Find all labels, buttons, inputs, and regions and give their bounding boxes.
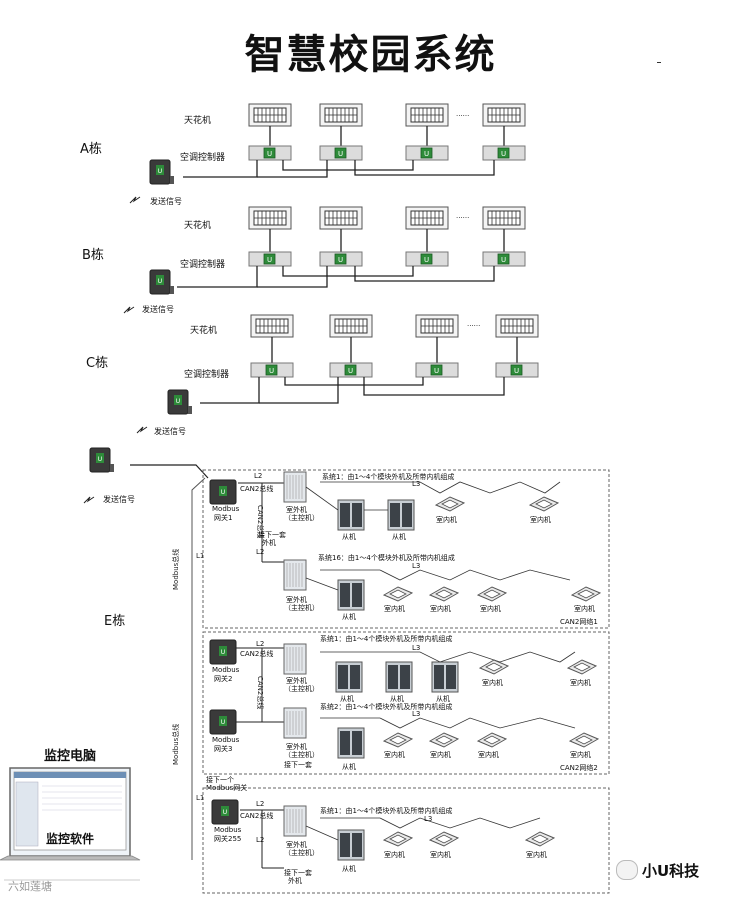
slave-2c: 从机 xyxy=(436,695,450,703)
master-2a: （主控机） xyxy=(284,685,319,693)
wechat-icon xyxy=(616,860,638,880)
next-outdoor-1: 接下一套 xyxy=(258,531,286,539)
system1-desc-c: 系统1：由1～4个模块外机及所带内机组成 xyxy=(320,807,453,815)
system2-desc: 系统2：由1～4个模块外机及所带内机组成 xyxy=(320,703,453,711)
send-signal-e: 发送信号 xyxy=(103,495,135,504)
gateway-3-text: Modbus xyxy=(212,736,240,744)
outdoor-master-2a: 室外机 xyxy=(286,677,307,685)
slave-2a: 从机 xyxy=(340,695,354,703)
master-2b: （主控机） xyxy=(284,751,319,759)
outdoor-master-2b: 室外机 xyxy=(286,743,307,751)
l2-label-2: L2 xyxy=(256,548,265,556)
ellipsis-a: ...... xyxy=(456,110,470,118)
indoor-1a: 室内机 xyxy=(436,516,457,524)
gateway-2-name: 网关2 xyxy=(214,675,233,683)
system1-desc-b: 系统1：由1～4个模块外机及所带内机组成 xyxy=(320,635,453,643)
gateway-3-name: 网关3 xyxy=(214,745,233,753)
gateway-1-name: 网关1 xyxy=(214,514,233,522)
can2-bus-3: CAN2总线 xyxy=(240,812,274,820)
slave-16: 从机 xyxy=(342,613,356,621)
gateway-255-name: 网关255 xyxy=(214,835,242,843)
slave-1a: 从机 xyxy=(342,533,356,541)
monitor-software-label: 监控软件 xyxy=(46,832,95,846)
svg-text:L1: L1 xyxy=(196,794,204,802)
monitor-pc-label: 监控电脑 xyxy=(44,749,97,764)
master-3: （主控机） xyxy=(284,849,319,857)
building-c-label: C栋 xyxy=(86,356,109,371)
can2-network-2: CAN2网络2 xyxy=(560,764,598,772)
building-b-label: B栋 xyxy=(82,248,104,263)
master-16: （主控机） xyxy=(284,604,319,612)
svg-text:Modbus总线: Modbus总线 xyxy=(171,724,180,765)
can2-network-1: CAN2网络1 xyxy=(560,618,598,626)
l3-label-3: L3 xyxy=(412,644,421,652)
l3-label-5: L3 xyxy=(424,815,433,823)
l2-label-5: L2 xyxy=(256,836,265,844)
indoor-3c: 室内机 xyxy=(526,851,547,859)
outdoor-master-1: 室外机 xyxy=(286,506,307,514)
l3-label-2: L3 xyxy=(412,562,421,570)
svg-text:Modbus总线: Modbus总线 xyxy=(171,549,180,590)
indoor-2c: 室内机 xyxy=(384,751,405,759)
next-outdoor-2: 接下一套 xyxy=(284,761,312,769)
can2-bus-2: CAN2总线 xyxy=(240,650,274,658)
building-a-label: A栋 xyxy=(80,142,102,157)
slave-2d: 从机 xyxy=(342,763,356,771)
indoor-3a: 室内机 xyxy=(384,851,405,859)
svg-text:L1: L1 xyxy=(196,552,204,560)
l2-label-3: L2 xyxy=(256,640,265,648)
outdoor-master-3: 室外机 xyxy=(286,841,307,849)
next-outdoor-3b: 外机 xyxy=(288,877,302,885)
brand-watermark: 小U科技 xyxy=(642,862,700,880)
indoor-2b: 室内机 xyxy=(570,679,591,687)
ellipsis-b: ...... xyxy=(456,212,470,220)
ac-controller-label-b: 空调控制器 xyxy=(180,260,226,270)
indoor-16c: 室内机 xyxy=(480,605,501,613)
next-outdoor-3: 接下一套 xyxy=(284,869,312,877)
ellipsis-c: ...... xyxy=(467,320,481,328)
next-outdoor-1b: 外机 xyxy=(262,539,276,547)
l2-label-1: L2 xyxy=(254,472,263,480)
system1-desc-a: 系统1：由1～4个模块外机及所带内机组成 xyxy=(322,473,455,481)
l3-label-4: L3 xyxy=(412,710,421,718)
slave-2b: 从机 xyxy=(390,695,404,703)
next-gateway: 接下一个 xyxy=(206,776,234,784)
gateway-255-text: Modbus xyxy=(214,826,242,834)
indoor-1b: 室内机 xyxy=(530,516,551,524)
ceiling-unit-label-a: 天花机 xyxy=(184,116,212,126)
indoor-2a: 室内机 xyxy=(482,679,503,687)
indoor-2f: 室内机 xyxy=(570,751,591,759)
indoor-3b: 室内机 xyxy=(430,851,451,859)
next-gateway-b: Modbus网关 xyxy=(206,784,248,792)
left-watermark: 六如莲塘 xyxy=(8,880,52,893)
stray-mark xyxy=(657,62,661,63)
slave-3: 从机 xyxy=(342,865,356,873)
system16-desc: 系统16：由1～4个模块外机及所带内机组成 xyxy=(318,554,455,562)
send-signal-b: 发送信号 xyxy=(142,305,174,314)
ceiling-unit-label-b: 天花机 xyxy=(184,221,212,231)
send-signal-c: 发送信号 xyxy=(154,427,186,436)
master-1: （主控机） xyxy=(284,514,319,522)
indoor-16b: 室内机 xyxy=(430,605,451,613)
l2-label-4: L2 xyxy=(256,800,265,808)
svg-text:CAN2总线: CAN2总线 xyxy=(256,676,265,709)
send-signal-a: 发送信号 xyxy=(150,197,182,206)
l3-label-1: L3 xyxy=(412,480,421,488)
ac-controller-label-a: 空调控制器 xyxy=(180,153,226,163)
building-e-label: E栋 xyxy=(104,614,126,629)
page-title: 智慧校园系统 xyxy=(244,32,497,78)
ceiling-unit-label-c: 天花机 xyxy=(190,326,218,336)
gateway-1-text: Modbus xyxy=(212,505,240,513)
indoor-16a: 室内机 xyxy=(384,605,405,613)
outdoor-master-16: 室外机 xyxy=(286,596,307,604)
slave-1b: 从机 xyxy=(392,533,406,541)
gateway-2-text: Modbus xyxy=(212,666,240,674)
indoor-2d: 室内机 xyxy=(430,751,451,759)
indoor-2e: 室内机 xyxy=(478,751,499,759)
can2-bus-1: CAN2总线 xyxy=(240,485,274,493)
ac-controller-label-c: 空调控制器 xyxy=(184,370,230,380)
indoor-16d: 室内机 xyxy=(574,605,595,613)
svg-text:CAN2总线: CAN2总线 xyxy=(256,505,265,538)
